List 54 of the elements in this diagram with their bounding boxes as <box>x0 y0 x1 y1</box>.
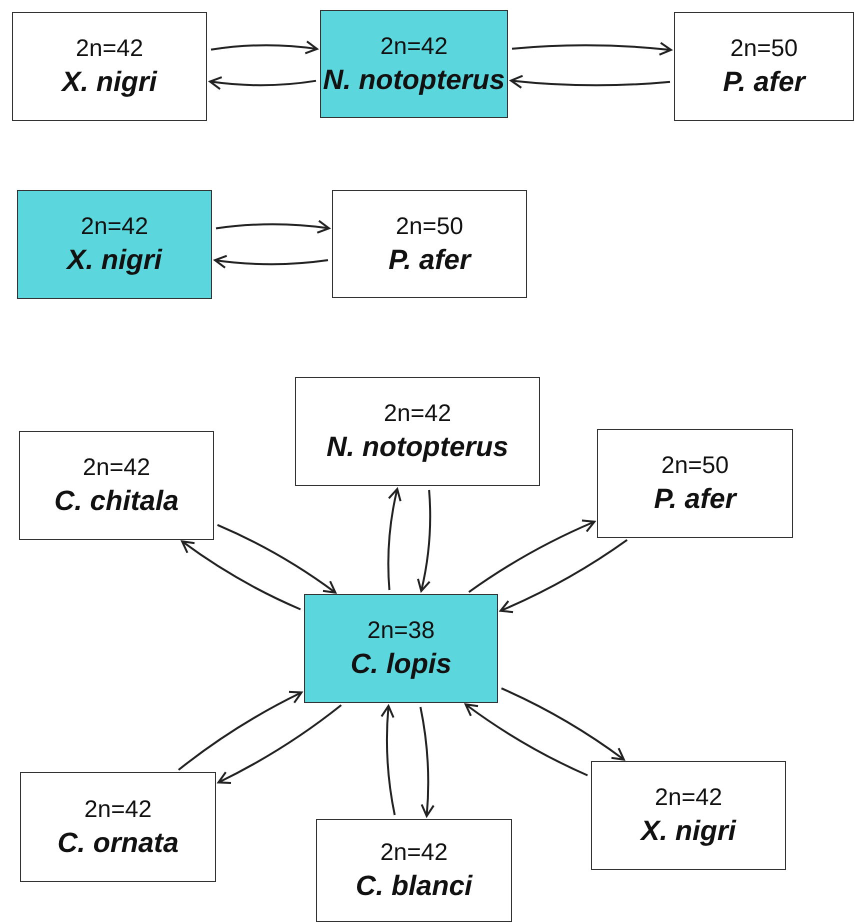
species-name: X. nigri <box>67 243 162 277</box>
species-box <box>597 429 793 538</box>
arrow <box>501 687 625 761</box>
chromosome-number: 2n=42 <box>654 783 722 813</box>
species-name: P. afer <box>723 65 805 99</box>
species-name: C. chitala <box>54 484 179 518</box>
species-box <box>20 772 216 882</box>
arrow <box>380 705 396 816</box>
arrow <box>387 488 402 590</box>
species-box <box>316 819 512 922</box>
arrow <box>209 76 316 90</box>
species-box <box>304 594 498 703</box>
chromosome-number: 2n=38 <box>367 616 435 646</box>
chromosome-number: 2n=50 <box>661 451 729 481</box>
species-name: N. notopterus <box>323 62 505 96</box>
arrow <box>464 703 588 776</box>
chromosome-number: 2n=42 <box>384 399 452 429</box>
species-name: C. ornata <box>57 826 179 860</box>
species-box <box>295 377 540 486</box>
arrow <box>512 42 672 56</box>
arrow <box>419 706 435 817</box>
species-name: X. nigri <box>641 814 736 848</box>
arrow <box>210 40 318 54</box>
arrow <box>218 704 342 784</box>
species-name: C. lopis <box>350 647 452 681</box>
species-box <box>17 190 212 299</box>
species-box <box>591 761 786 870</box>
arrow <box>500 539 628 613</box>
chromosome-number: 2n=42 <box>84 794 152 824</box>
species-name: P. afer <box>654 482 736 516</box>
chromosome-number: 2n=42 <box>82 453 150 483</box>
species-box <box>320 10 508 118</box>
chromosome-number: 2n=42 <box>380 838 448 868</box>
arrow <box>214 254 328 269</box>
species-box <box>19 431 214 540</box>
chromosome-number: 2n=50 <box>396 212 464 242</box>
species-name: X. nigri <box>62 65 157 99</box>
chromosome-number: 2n=42 <box>80 212 148 242</box>
arrow <box>216 220 330 234</box>
species-name: P. afer <box>388 242 470 276</box>
species-name: C. blanci <box>356 869 472 903</box>
species-name: N. notopterus <box>326 430 508 464</box>
chromosome-number: 2n=42 <box>380 32 448 62</box>
arrow <box>416 490 432 592</box>
arrow <box>181 540 301 610</box>
chromosome-number: 2n=50 <box>730 34 798 64</box>
arrow <box>468 520 596 593</box>
chromosome-number: 2n=42 <box>76 34 144 64</box>
species-box <box>12 12 207 121</box>
arrow <box>178 690 302 771</box>
arrow <box>217 524 336 594</box>
species-box <box>674 12 854 121</box>
arrow <box>510 74 670 89</box>
species-box <box>332 190 527 298</box>
